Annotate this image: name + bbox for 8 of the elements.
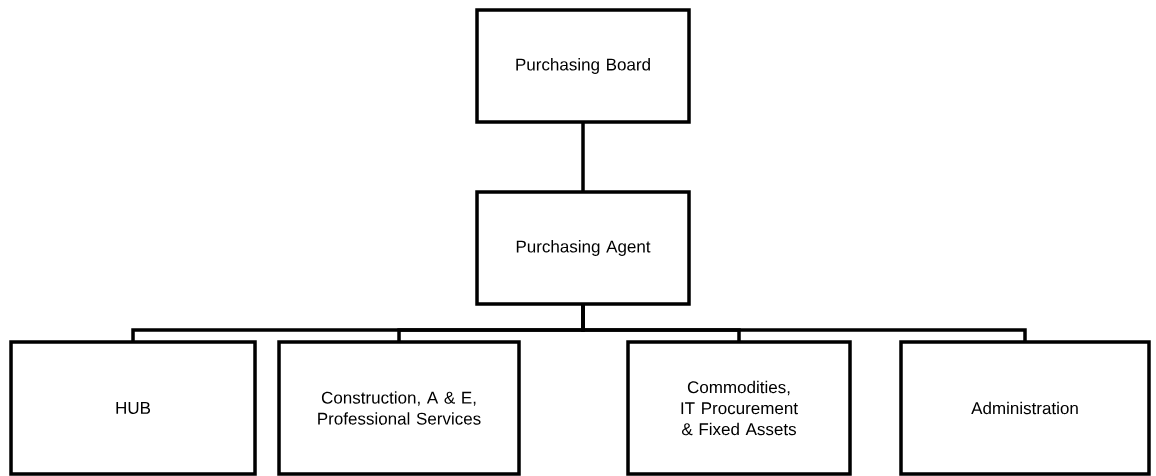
connector-line [581, 122, 585, 192]
org-box: Commodities, IT Procurement & Fixed Assets [626, 340, 852, 476]
org-box: Purchasing Board [475, 8, 691, 124]
connector-line [581, 304, 1027, 342]
org-box: Administration [899, 340, 1151, 476]
org-box: Purchasing Agent [475, 190, 691, 306]
org-box: Construction, A & E, Professional Services [277, 340, 521, 476]
org-box: HUB [9, 340, 257, 476]
